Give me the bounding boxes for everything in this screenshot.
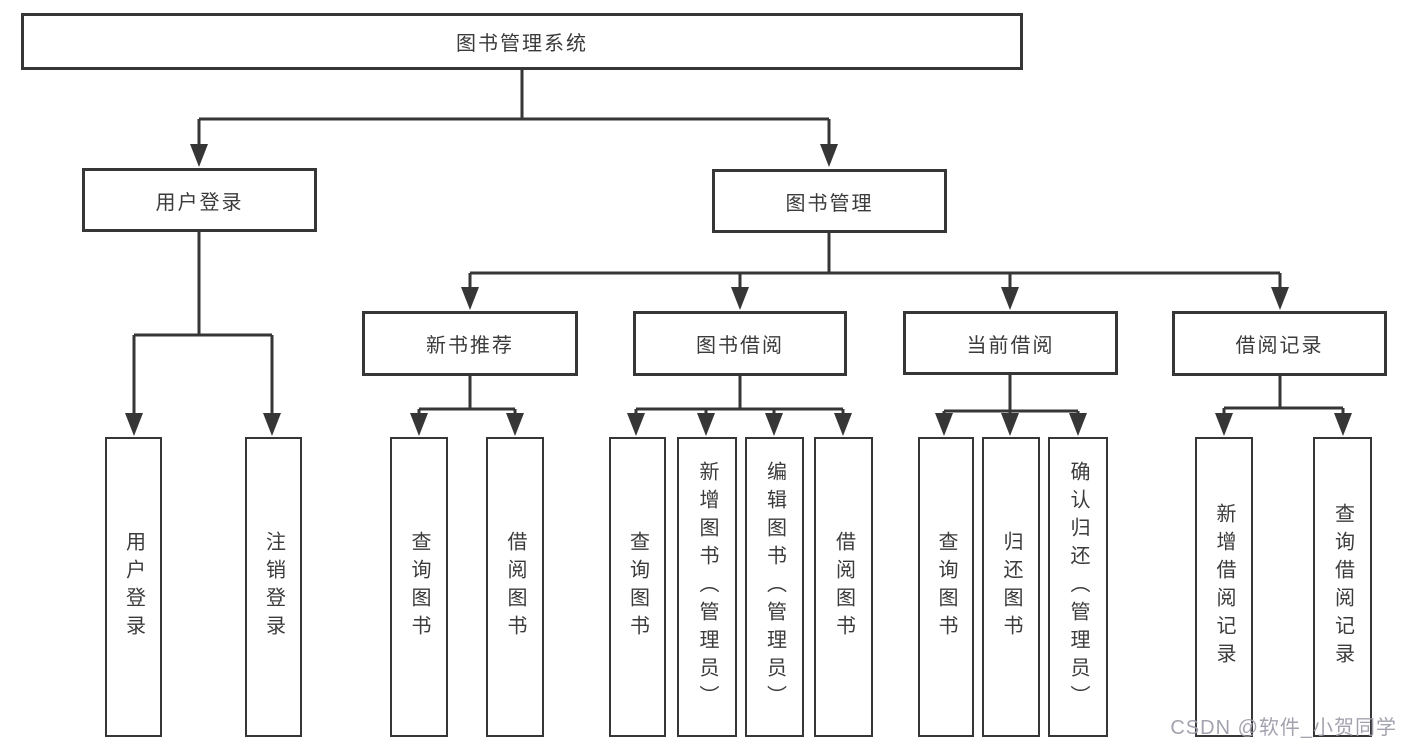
node-label: 当前借阅 bbox=[966, 334, 1055, 357]
leaf-logout: 注销登录 bbox=[245, 437, 302, 737]
connector-new-book-recommend-to-leaves bbox=[410, 376, 524, 436]
node-book-management: 图书管理 bbox=[712, 169, 947, 233]
connector-current-borrowing-to-leaves bbox=[935, 375, 1087, 436]
node-label: 查询图书 bbox=[935, 531, 957, 643]
arrow-head bbox=[1001, 413, 1019, 436]
leaf-recommend-query-book: 查询图书 bbox=[390, 437, 448, 737]
arrow-head bbox=[1215, 413, 1233, 436]
node-label: 查询图书 bbox=[408, 531, 430, 643]
node-book-borrowing: 图书借阅 bbox=[633, 311, 847, 376]
node-label: 用户登录 bbox=[122, 531, 145, 643]
node-label: 图书借阅 bbox=[696, 335, 784, 357]
arrow-head bbox=[190, 144, 208, 167]
arrow-head bbox=[1001, 287, 1019, 310]
node-label: 注销登录 bbox=[262, 531, 285, 643]
arrow-head bbox=[627, 413, 645, 436]
leaf-recommend-borrow-book: 借阅图书 bbox=[486, 437, 544, 737]
arrow-head bbox=[697, 413, 715, 436]
node-label: 新增图书（管理员） bbox=[696, 461, 718, 713]
arrow-head bbox=[125, 413, 143, 436]
leaf-current-query-book: 查询图书 bbox=[918, 437, 974, 737]
node-label: 借阅图书 bbox=[832, 531, 855, 643]
node-label: 新增借阅记录 bbox=[1213, 503, 1235, 671]
node-label: 图书管理系统 bbox=[456, 33, 588, 55]
node-label: 查询借阅记录 bbox=[1331, 503, 1354, 671]
leaf-borrowing-add-book-admin: 新增图书（管理员） bbox=[677, 437, 737, 737]
node-label: 编辑图书（管理员） bbox=[763, 461, 786, 713]
node-label: 新书推荐 bbox=[426, 335, 514, 357]
node-library-management-system: 图书管理系统 bbox=[21, 13, 1023, 70]
arrow-head bbox=[935, 413, 953, 436]
connector-root-to-level2 bbox=[190, 70, 838, 167]
leaf-borrowing-query-book: 查询图书 bbox=[609, 437, 666, 737]
arrow-head bbox=[263, 413, 281, 436]
arrow-head bbox=[765, 413, 783, 436]
node-label: 借阅图书 bbox=[504, 531, 526, 643]
node-user-login: 用户登录 bbox=[82, 168, 317, 232]
arrow-head bbox=[410, 413, 428, 436]
leaf-current-confirm-return-admin: 确认归还（管理员） bbox=[1048, 437, 1108, 737]
arrow-head bbox=[1271, 287, 1289, 310]
arrow-head bbox=[820, 144, 838, 167]
arrow-head bbox=[731, 287, 749, 310]
arrow-head bbox=[461, 287, 479, 310]
arrow-head bbox=[1334, 413, 1352, 436]
node-label: 确认归还（管理员） bbox=[1067, 461, 1089, 713]
arrow-head bbox=[834, 413, 852, 436]
node-label: 归还图书 bbox=[1000, 531, 1022, 643]
leaf-borrowing-borrow-book: 借阅图书 bbox=[814, 437, 873, 737]
node-new-book-recommend: 新书推荐 bbox=[362, 311, 578, 376]
arrow-head bbox=[1069, 413, 1087, 436]
node-borrowing-records: 借阅记录 bbox=[1172, 311, 1387, 376]
leaf-records-add-borrow-record: 新增借阅记录 bbox=[1195, 437, 1253, 737]
node-label: 图书管理 bbox=[785, 192, 874, 215]
connector-book-management-to-level3 bbox=[461, 233, 1289, 310]
arrow-head bbox=[506, 413, 524, 436]
node-label: 查询图书 bbox=[626, 531, 649, 643]
connector-user-login-to-leaves bbox=[125, 232, 281, 436]
connector-borrowing-records-to-leaves bbox=[1215, 376, 1352, 436]
leaf-current-return-book: 归还图书 bbox=[982, 437, 1040, 737]
leaf-borrowing-edit-book-admin: 编辑图书（管理员） bbox=[745, 437, 804, 737]
leaf-records-query-borrow-record: 查询借阅记录 bbox=[1313, 437, 1372, 737]
node-label: 借阅记录 bbox=[1235, 335, 1324, 357]
connector-book-borrowing-to-leaves bbox=[627, 376, 852, 436]
node-current-borrowing: 当前借阅 bbox=[903, 311, 1118, 375]
node-label: 用户登录 bbox=[155, 191, 244, 214]
leaf-user-login: 用户登录 bbox=[105, 437, 162, 737]
